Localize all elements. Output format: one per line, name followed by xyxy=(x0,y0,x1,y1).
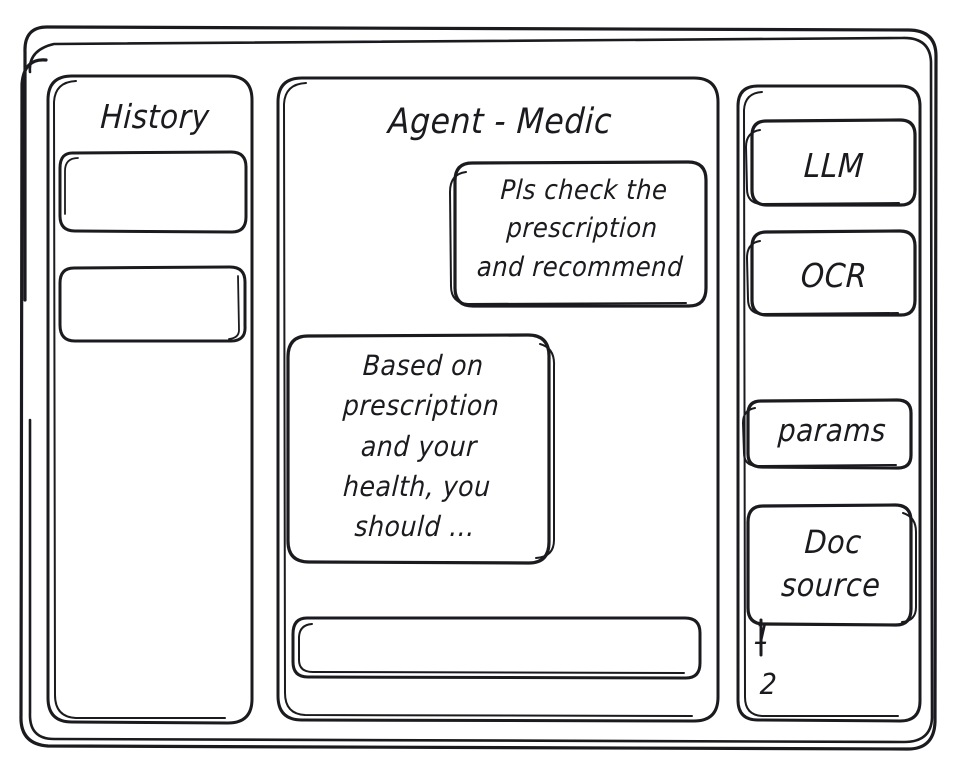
agent-message-bubble: Based on prescription and your health, y… xyxy=(342,349,501,544)
agent-panel-title: Agent - Medic xyxy=(387,102,613,142)
user-message-bubble: Pls check the prescription and recommend xyxy=(476,175,684,283)
history-item-1[interactable] xyxy=(60,152,246,232)
tool-doc-source[interactable]: Doc source xyxy=(780,523,882,604)
history-panel-title: History xyxy=(99,97,211,136)
tool-params[interactable]: params xyxy=(777,413,888,449)
doc-source-item-2[interactable]: 2 xyxy=(759,667,779,701)
history-item-2[interactable] xyxy=(60,267,246,342)
composer-input[interactable] xyxy=(293,617,701,679)
tool-ocr[interactable]: OCR xyxy=(799,256,869,295)
doc-source-item-1[interactable]: 1 xyxy=(753,617,773,651)
tool-llm[interactable]: LLM xyxy=(802,146,866,185)
